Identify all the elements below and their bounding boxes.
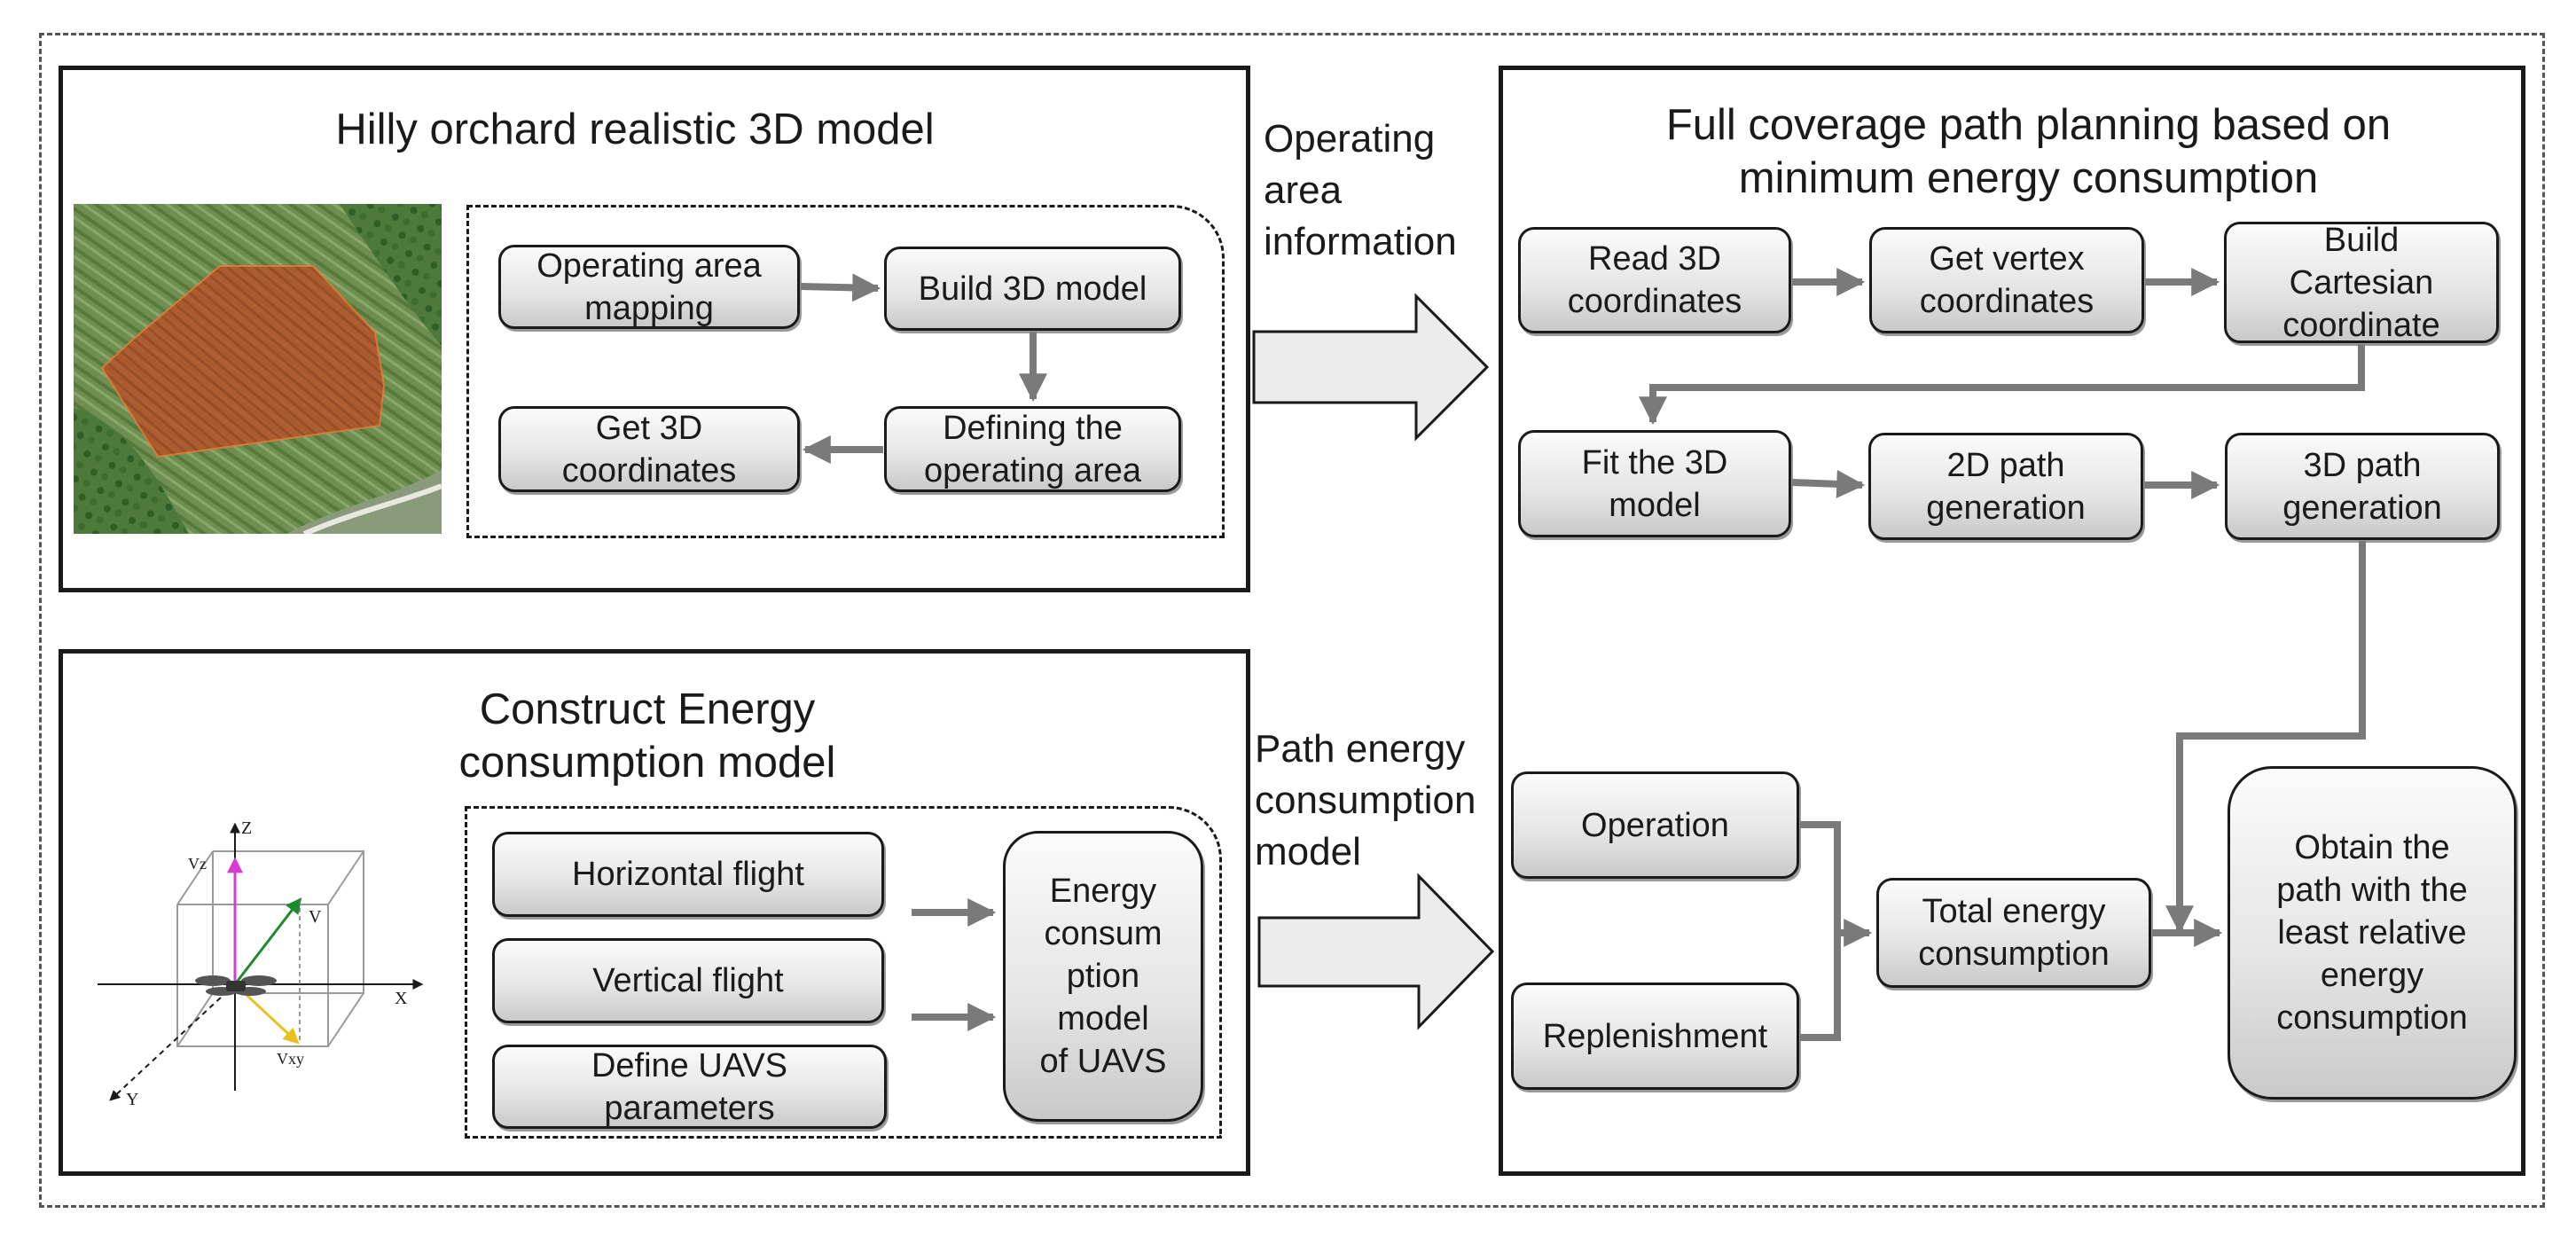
node-fit-3d-model: Fit the 3D model [1518,430,1791,537]
node-vertical-flight: Vertical flight [492,938,884,1023]
node-total-energy-consumption: Total energy consumption [1876,878,2151,988]
node-define-uavs-parameters: Define UAVS parameters [492,1045,887,1129]
vxy-label: Vxy [277,1050,304,1068]
vz-label: Vz [188,855,207,873]
outer-frame [39,33,2545,1208]
node-build-cartesian-coordinate: Build Cartesian coordinate [2224,222,2499,343]
node-operating-area-mapping: Operating area mapping [498,245,800,329]
node-build-3d-model: Build 3D model [884,247,1181,331]
node-3d-path-generation: 3D path generation [2225,433,2500,540]
x-axis-label: X [395,989,408,1008]
planning-panel-title: Full coverage path planning based on min… [1665,101,2392,202]
node-2d-path-generation: 2D path generation [1868,433,2143,540]
block-arrow-bottom [1257,873,1495,1030]
node-horizontal-flight: Horizontal flight [492,832,884,917]
node-obtain-least-energy-path: Obtain the path with the least relative … [2228,766,2517,1100]
node-energy-consumption-model: Energy consum ption model of UAVS [1003,831,1203,1122]
block-arrow-top [1252,293,1490,442]
node-replenishment: Replenishment [1511,983,1799,1090]
node-get-3d-coordinates: Get 3D coordinates [498,406,800,492]
orchard-aerial-image [74,204,442,534]
v-label: V [309,907,322,927]
z-axis-label: Z [241,818,252,838]
orchard-process-group [466,205,1225,538]
uav-velocity-diagram: Z X Y V Vz Vxy [98,818,424,1109]
energy-panel-title: Construct Energy consumption model [458,685,836,787]
connector-label-path-energy: Path energy consumption model [1255,727,1476,873]
orchard-panel-title: Hilly orchard realistic 3D model [335,106,935,153]
node-get-vertex-coordinates: Get vertex coordinates [1869,227,2144,333]
y-axis-label: Y [126,1090,138,1109]
node-defining-operating-area: Defining the operating area [884,406,1181,492]
connector-label-operating-area: Operating area information [1264,117,1457,263]
node-operation: Operation [1511,771,1799,879]
energy-process-group [465,806,1222,1139]
node-read-3d-coordinates: Read 3D coordinates [1518,227,1791,333]
